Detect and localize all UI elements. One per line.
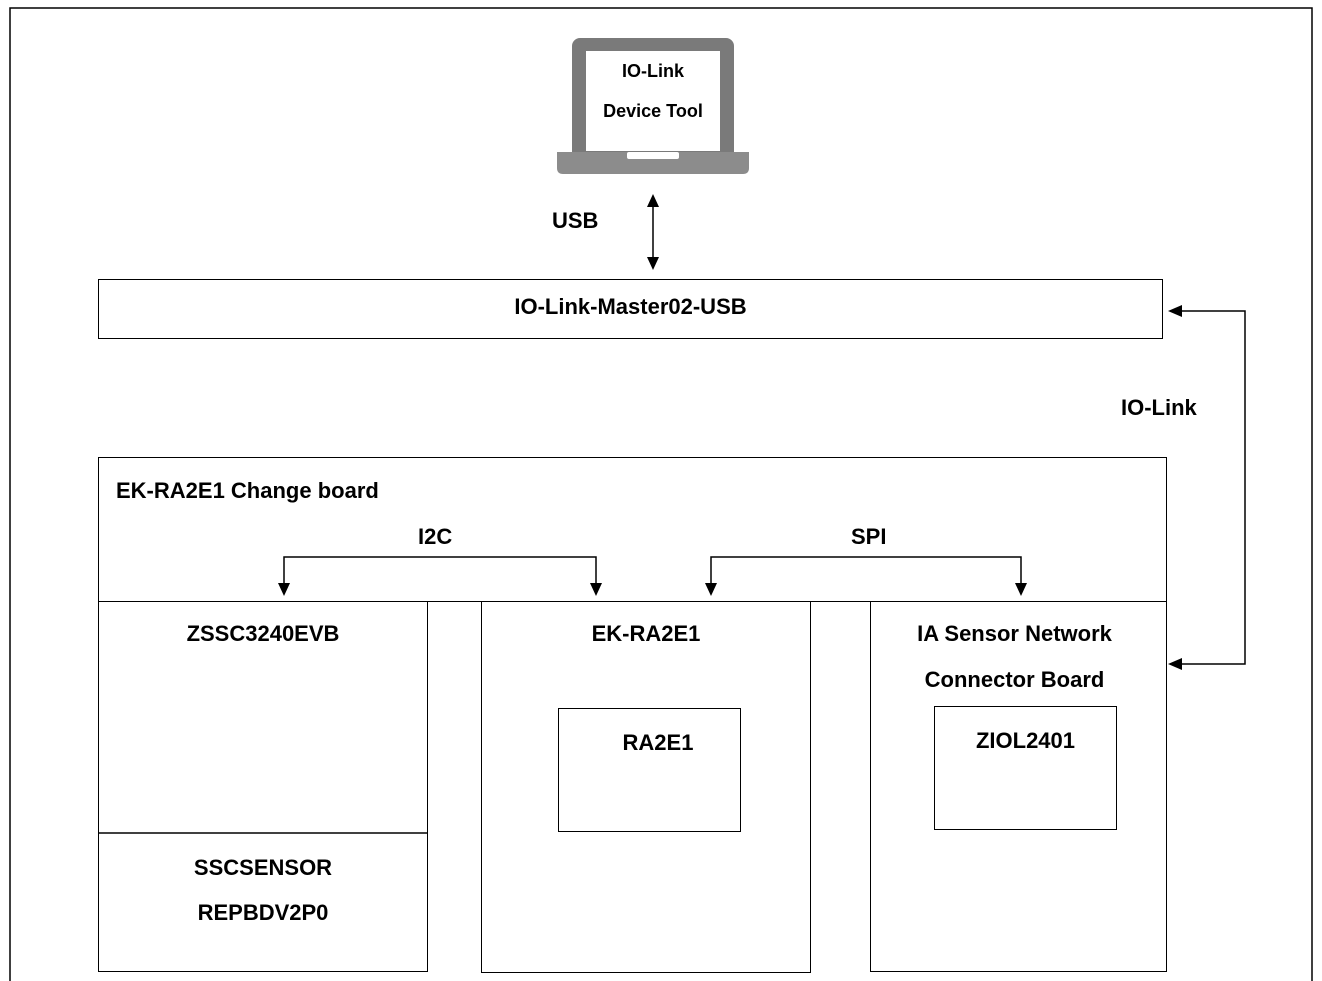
iolink-arrow <box>1168 305 1246 670</box>
ia-sensor-network-board <box>870 601 1167 972</box>
usb-label: USB <box>552 208 599 233</box>
outer-frame <box>9 7 1313 981</box>
usb-arrow <box>647 194 659 270</box>
zssc3240evb-board <box>98 601 428 972</box>
sscsensor-label: SSCSENSOR <box>193 855 333 880</box>
ra2e1-chip-label: RA2E1 <box>622 730 694 755</box>
ziol2401-chip-label: ZIOL2401 <box>975 728 1076 753</box>
repbdv2p0-label: REPBDV2P0 <box>197 900 329 925</box>
spi-arrow <box>705 556 1027 596</box>
i2c-arrow <box>278 556 602 596</box>
ziol2401-chip-box <box>934 706 1117 830</box>
iolink-master-box: IO-Link-Master02-USB <box>98 279 1163 339</box>
change-board-label: EK-RA2E1 Change board <box>116 478 379 503</box>
laptop-text-line1: IO-Link <box>622 61 684 81</box>
ek-ra2e1-title: EK-RA2E1 <box>591 621 701 646</box>
iolink-master-label: IO-Link-Master02-USB <box>514 294 747 319</box>
ia-board-title-line1: IA Sensor Network <box>917 621 1112 646</box>
zssc3240evb-title: ZSSC3240EVB <box>186 621 340 646</box>
spi-label: SPI <box>851 524 887 549</box>
ia-board-title-line2: Connector Board <box>924 667 1105 692</box>
iolink-label: IO-Link <box>1121 395 1197 420</box>
ek-ra2e1-board <box>481 601 811 973</box>
laptop-icon <box>557 38 749 174</box>
laptop-text-line2: Device Tool <box>603 101 703 121</box>
i2c-label: I2C <box>418 524 453 549</box>
ra2e1-chip-box <box>558 708 741 832</box>
